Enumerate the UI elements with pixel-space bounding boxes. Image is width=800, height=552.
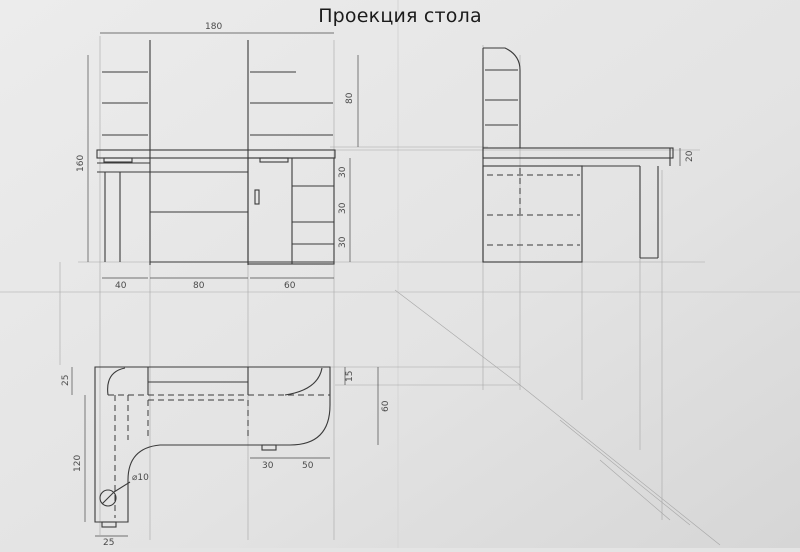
drawing-title: Проекция стола xyxy=(318,5,482,27)
top-view xyxy=(94,366,331,528)
dim-total-width: 180 xyxy=(205,22,222,32)
dim-right-offset: 50 xyxy=(302,461,314,471)
dim-top-thickness: 20 xyxy=(685,150,695,162)
side-view xyxy=(482,47,674,263)
side-view-hidden-lines xyxy=(487,168,580,246)
dim-total-height: 160 xyxy=(76,155,86,172)
dim-leg-width: 40 xyxy=(115,281,127,291)
front-view xyxy=(96,40,336,265)
dim-depth-right: 60 xyxy=(381,400,391,412)
dimension-lines xyxy=(71,32,681,537)
dim-top-depth-left: 25 xyxy=(61,375,71,386)
dim-cabinet-width: 60 xyxy=(284,281,296,291)
dim-leg-bottom-width: 25 xyxy=(103,538,114,548)
top-view-hidden-lines xyxy=(108,394,330,518)
dim-top-depth-right: 15 xyxy=(345,371,355,382)
dim-shelf-height: 80 xyxy=(345,92,355,104)
dim-drawer-1: 30 xyxy=(338,166,348,178)
dim-drawer-2: 30 xyxy=(338,202,348,214)
dim-drawer-width: 30 xyxy=(262,461,274,471)
dim-leg-length: 120 xyxy=(73,455,83,472)
dim-drawer-3: 30 xyxy=(338,236,348,248)
dim-hole-diameter: ⌀10 xyxy=(132,473,149,483)
dim-knee-space: 80 xyxy=(193,281,205,291)
